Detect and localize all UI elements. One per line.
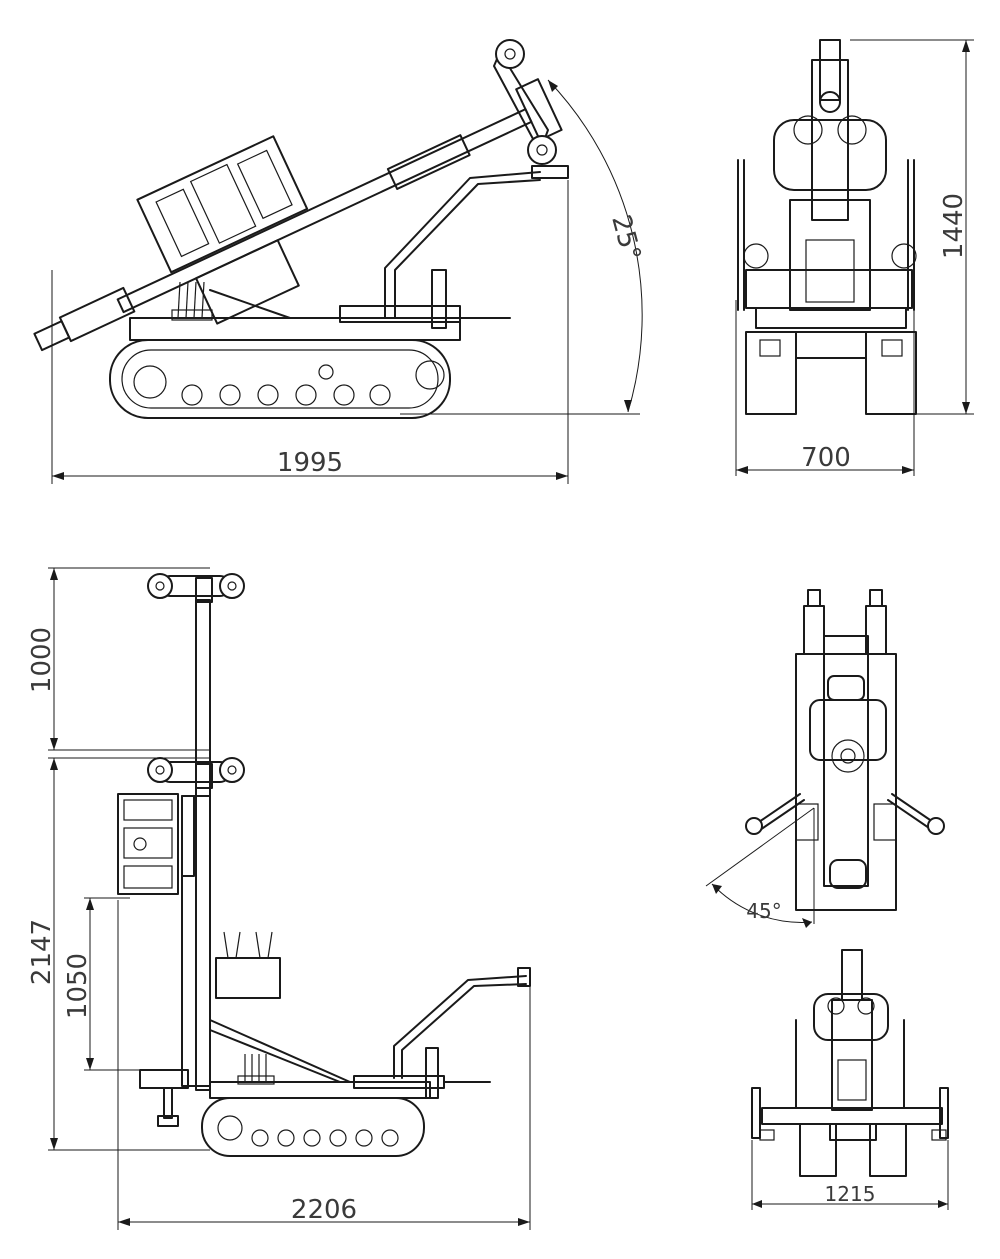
top-frame	[795, 653, 897, 911]
mast-tilted	[33, 78, 563, 352]
top-view: 45°	[705, 589, 945, 928]
left-track	[745, 331, 797, 415]
dimension-1440: 1440	[850, 39, 974, 415]
handle	[384, 171, 541, 319]
right-track	[865, 331, 917, 415]
dim-label-1440: 1440	[939, 193, 969, 259]
dim-label-45-degree: 45°	[746, 899, 781, 923]
dim-label-1995: 1995	[277, 448, 343, 478]
dim-label-1050: 1050	[63, 953, 93, 1019]
dimension-700: 700	[735, 300, 915, 476]
front-drill-head	[773, 119, 887, 191]
mast-tube	[116, 108, 533, 314]
dimension-2206: 2206	[117, 900, 531, 1230]
dim-label-25-degree: 25°	[605, 212, 646, 264]
track-rollers	[133, 360, 445, 406]
dimension-2147: 2147	[27, 757, 210, 1151]
crawler-track-vertical	[201, 1097, 425, 1157]
dim-label-700: 700	[801, 443, 851, 473]
pulley-top	[147, 573, 245, 603]
dim-label-1000: 1000	[27, 627, 57, 693]
side-view-vertical: 1000 2147 1050 2206	[27, 567, 531, 1230]
control-panel	[215, 957, 281, 999]
mast-pulley	[493, 39, 557, 165]
dimension-angle-45: 45°	[705, 807, 815, 928]
dimension-angle-25: 25°	[400, 79, 646, 415]
dimension-1050: 1050	[63, 897, 150, 1071]
dimension-1995: 1995	[51, 180, 569, 484]
top-drill-head	[809, 699, 887, 761]
chassis	[129, 317, 461, 341]
drill-head-vertical	[117, 793, 179, 895]
handle-vertical	[393, 975, 527, 1079]
front-view-vertical: 1215	[751, 949, 949, 1210]
dimension-1000: 1000	[27, 567, 210, 751]
dim-label-2147: 2147	[27, 919, 57, 985]
side-view-tilted: 1995 25°	[33, 39, 646, 484]
dim-label-1215: 1215	[825, 1182, 876, 1206]
dimension-1215: 1215	[751, 1140, 949, 1210]
front-view: 1440 700	[735, 39, 974, 476]
drill-head	[136, 135, 309, 274]
vertical-mast	[195, 599, 211, 1091]
front-mast	[789, 199, 871, 311]
dim-label-2206: 2206	[291, 1195, 357, 1225]
control-levers	[171, 281, 213, 321]
crawler-track	[109, 339, 451, 419]
pulley-lower	[147, 757, 245, 789]
